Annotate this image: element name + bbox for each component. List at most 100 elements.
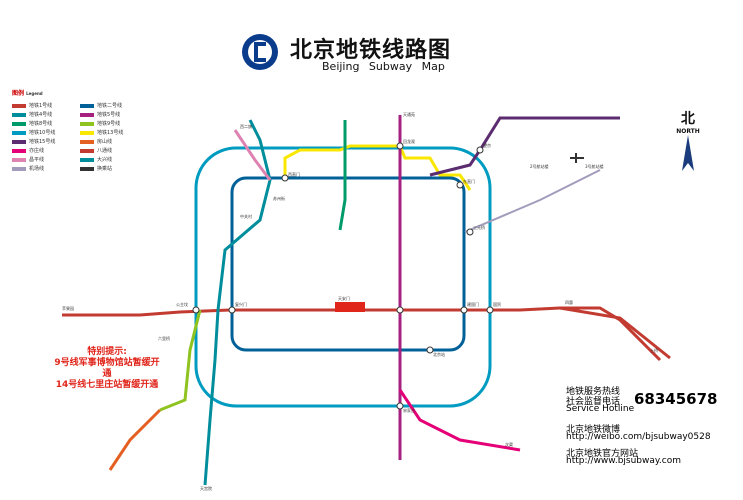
station-label: 3号航站楼 [585, 163, 604, 169]
station-label: 2号航站楼 [530, 163, 549, 169]
hotline-number: 68345678 [634, 390, 718, 408]
legend-label: 地铁10号线 [29, 130, 56, 136]
station-label: 苏州街 [273, 195, 285, 201]
station-label: 苹果园 [62, 305, 74, 311]
legend-title: 图例 Legend [12, 90, 43, 97]
station-label: 四惠 [565, 299, 573, 305]
notice: 特别提示: 9号线军事博物馆站暂缓开通 14号线七里庄站暂缓开通 [52, 347, 162, 391]
legend-item: 地铁5号线 [80, 111, 120, 118]
line-4 [203, 119, 272, 486]
page-title: 北京地铁线路图 [290, 38, 452, 63]
legend-label: 地铁二号线 [97, 103, 123, 109]
legend-label: 八通线 [97, 148, 113, 154]
station-label: 望京 [483, 142, 491, 148]
legend-label: 地铁1号线 [29, 103, 53, 109]
legend-item: 地铁9号线 [80, 120, 120, 127]
line-10-loop [194, 146, 492, 408]
notice-line: 14号线七里庄站暂缓开通 [55, 380, 159, 390]
legend-item: 地铁1号线 [12, 102, 52, 109]
line-yizhuang [398, 389, 521, 452]
legend-swatch [80, 139, 94, 144]
station-wangjing[interactable] [476, 146, 484, 154]
station-xizhimen[interactable] [281, 174, 289, 182]
legend: 图例 Legend 地铁1号线地铁二号线地铁4号线地铁5号线地铁8号线地铁9号线… [12, 88, 142, 172]
station-label: 次渠 [505, 441, 513, 447]
compass: 北 NORTH [668, 108, 708, 178]
station-fuxingmen[interactable] [228, 306, 236, 314]
legend-label: 亦庄线 [29, 148, 45, 154]
page-subtitle: Beijing Subway Map [322, 60, 445, 73]
beijing-subway-logo [242, 34, 278, 70]
legend-item: 亦庄线 [12, 147, 44, 154]
north-arrow-icon [682, 135, 694, 171]
legend-swatch [80, 103, 94, 108]
legend-item: 地铁13号线 [80, 129, 123, 136]
line-changping [233, 129, 272, 181]
legend-label: 房山线 [97, 139, 113, 145]
legend-label: 地铁5号线 [97, 112, 121, 118]
legend-swatch [12, 166, 26, 171]
station-label: 西直门 [288, 171, 300, 177]
line-airport [464, 169, 601, 233]
tiananmen-mark [335, 302, 365, 312]
legend-label: 机场线 [29, 166, 45, 172]
station-label: 土桥 [650, 347, 658, 353]
station-label: 三元桥 [473, 224, 485, 230]
legend-label: 大兴线 [97, 157, 113, 163]
legend-label: 地铁15号线 [29, 139, 56, 145]
legend-label: 地铁9号线 [97, 121, 121, 127]
station-sanyuanqiao[interactable] [466, 228, 474, 236]
line-9 [159, 309, 202, 412]
legend-label: 换乘站 [97, 166, 113, 172]
legend-swatch [12, 121, 26, 126]
station-label: 东直门 [463, 178, 475, 184]
station-label: 北京站 [433, 351, 445, 357]
station-jianguomen[interactable] [460, 306, 468, 314]
hotline-label-1: 地铁服务热线 [566, 387, 621, 397]
legend-swatch [80, 121, 94, 126]
legend-swatch [80, 112, 94, 117]
station-dongzhimen[interactable] [456, 181, 464, 189]
station-label: 公主坟 [176, 301, 188, 307]
station-guomao[interactable] [486, 306, 494, 314]
legend-swatch [80, 148, 94, 153]
station-label: 天通苑 [403, 111, 415, 117]
transfer-stations [192, 142, 494, 410]
legend-item: 地铁10号线 [12, 129, 55, 136]
legend-label: 昌平线 [29, 157, 45, 163]
notice-line: 特别提示: [87, 347, 127, 357]
station-label: 六里桥 [158, 335, 170, 341]
station-label: 中关村 [240, 213, 252, 219]
station-label: 复兴门 [235, 301, 247, 307]
station-beijingzhan[interactable] [426, 346, 434, 354]
legend-swatch [80, 130, 94, 135]
legend-label: 地铁8号线 [29, 121, 53, 127]
site-label: 北京地铁官方网站 [566, 449, 639, 459]
legend-item: 换乘站 [80, 165, 112, 172]
station-huilongguan[interactable] [396, 142, 404, 150]
airplane-icon [570, 153, 584, 163]
compass-label: 北 [681, 111, 695, 127]
legend-swatch [12, 103, 26, 108]
notice-line: 9号线军事博物馆站暂缓开通 [54, 358, 160, 379]
station-gongzhufen[interactable] [192, 306, 200, 314]
compass-label-en: NORTH [676, 128, 700, 135]
weibo-label: 北京地铁微博 [566, 425, 621, 435]
hotline-label-2: 社会监督电话 [566, 397, 621, 407]
station-label: 西二旗 [240, 123, 252, 129]
legend-swatch [80, 166, 94, 171]
line-2-loop [230, 176, 466, 352]
weibo-link[interactable]: http://weibo.com/bjsubway0528 [566, 432, 711, 442]
station-label: 回龙观 [403, 138, 415, 144]
legend-swatch [12, 157, 26, 162]
title-block: 北京地铁线路图 Beijing Subway Map [240, 30, 500, 80]
station-dongdan[interactable] [396, 306, 404, 314]
legend-swatch [12, 148, 26, 153]
station-label: 天安门 [338, 295, 350, 301]
site-link[interactable]: http://www.bjsubway.com [566, 456, 682, 466]
station-songjiazhuang[interactable] [396, 402, 404, 410]
legend-label: 地铁13号线 [97, 130, 124, 136]
line-8 [338, 120, 347, 231]
station-label: 建国门 [467, 301, 479, 307]
